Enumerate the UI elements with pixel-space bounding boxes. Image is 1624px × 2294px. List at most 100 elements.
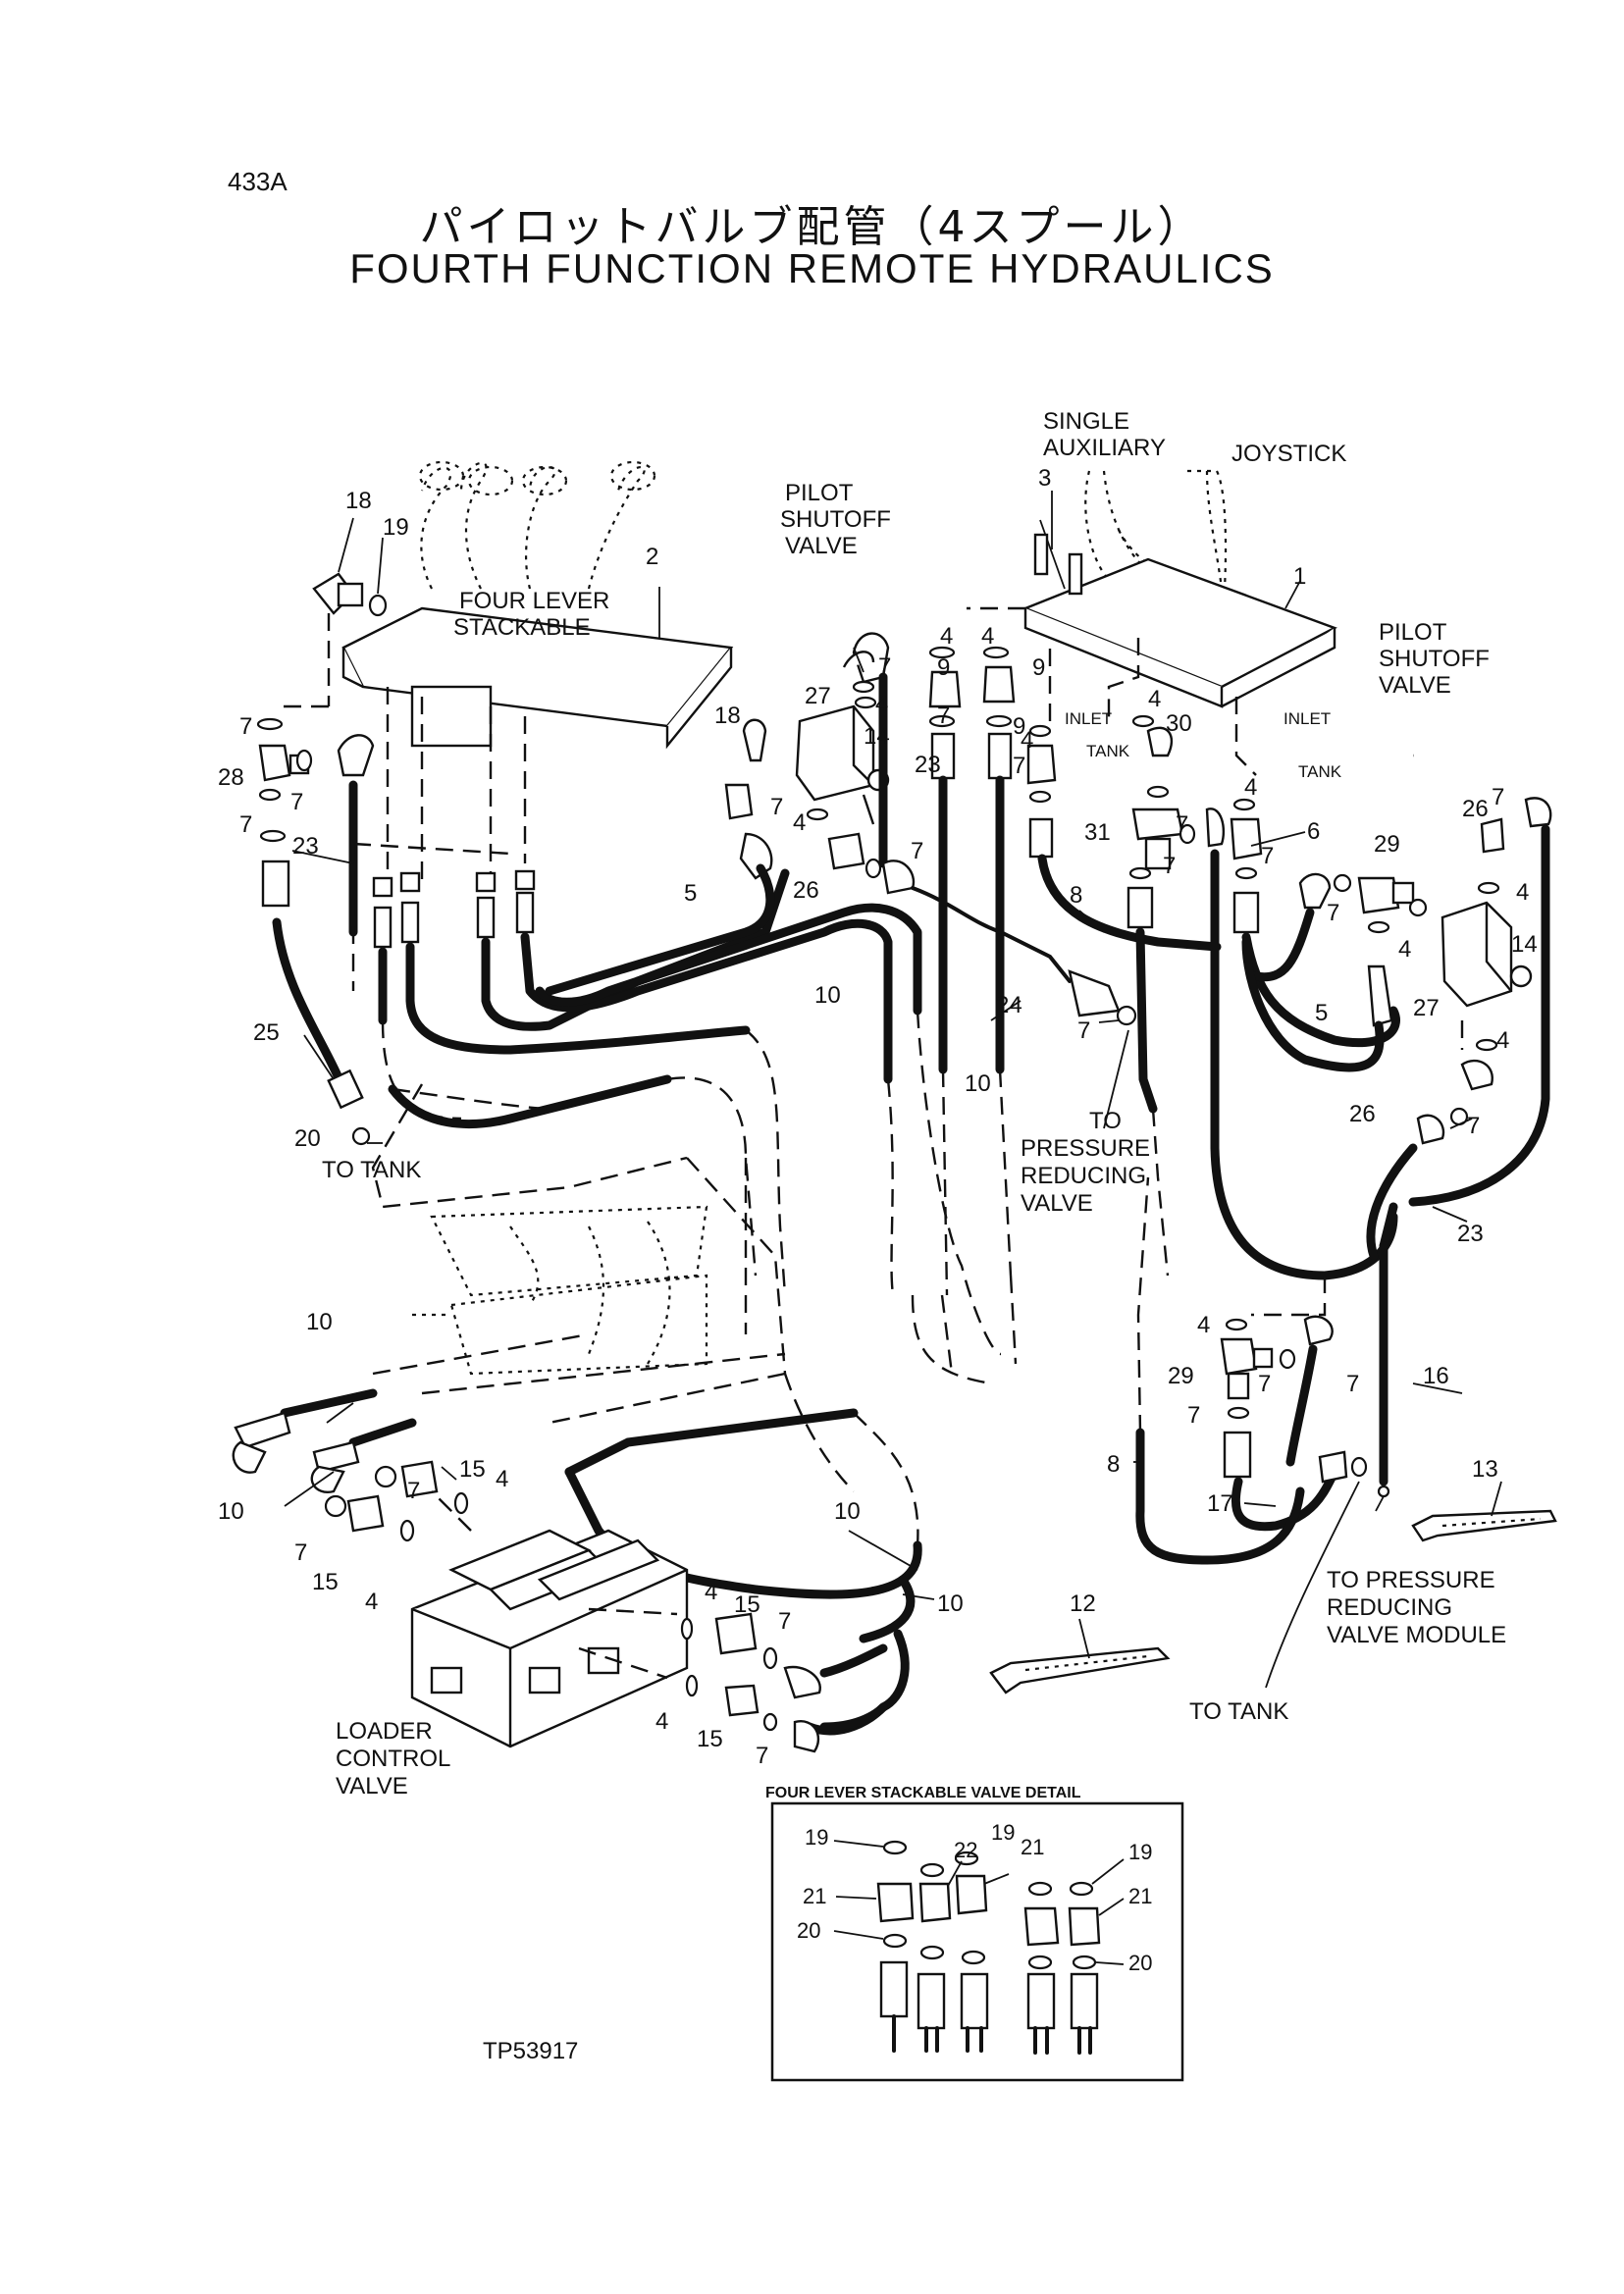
callout-14: 14 <box>1511 931 1538 958</box>
pump-outline-dotted <box>412 1205 708 1376</box>
label-valve: VALVE <box>1021 1190 1093 1217</box>
callout-7: 7 <box>1261 843 1274 869</box>
callout-4: 4 <box>1398 936 1411 963</box>
detail-callout-20: 20 <box>797 1918 820 1943</box>
callout-29: 29 <box>1168 1363 1194 1389</box>
callout-23: 23 <box>915 752 941 778</box>
callout-4: 4 <box>940 623 953 650</box>
callout-4: 4 <box>875 691 888 717</box>
callout-4: 4 <box>1516 879 1529 906</box>
detail-callout-21: 21 <box>803 1884 826 1908</box>
label-valve-module: VALVE MODULE <box>1327 1622 1506 1648</box>
callout-5: 5 <box>684 880 697 907</box>
label-reducing: REDUCING <box>1021 1163 1146 1189</box>
callout-10: 10 <box>834 1498 861 1525</box>
callout-7: 7 <box>1492 784 1504 810</box>
label-valve-left: VALVE <box>785 533 858 559</box>
label-to-pressure: TO PRESSURE <box>1327 1567 1495 1593</box>
callout-numbers: 18 19 2 7 28 7 7 23 25 20 18 27 4 14 7 4… <box>218 465 1538 1769</box>
detail-callout-21: 21 <box>1021 1835 1044 1859</box>
callout-2: 2 <box>646 544 658 570</box>
callout-7: 7 <box>778 1608 791 1635</box>
label-shutoff-right: SHUTOFF <box>1379 646 1490 672</box>
label-control: CONTROL <box>336 1746 450 1772</box>
callout-4: 4 <box>793 809 806 836</box>
label-joystick: JOYSTICK <box>1231 441 1346 467</box>
callout-7: 7 <box>770 794 783 820</box>
label-tank-left: TANK <box>1086 742 1130 760</box>
callout-7: 7 <box>1327 900 1339 926</box>
callout-18: 18 <box>345 488 372 514</box>
callout-23: 23 <box>292 833 319 860</box>
label-loader-valve: VALVE <box>336 1773 408 1799</box>
fitting-24 <box>999 930 1137 1026</box>
callout-4: 4 <box>1244 774 1257 801</box>
lower-hose-routing <box>371 1083 1018 1736</box>
stackable-valve-detail: FOUR LEVER STACKABLE VALVE DETAIL <box>765 1785 1184 2082</box>
detail-frame <box>770 1801 1184 2082</box>
callout-10: 10 <box>306 1309 333 1335</box>
callout-9: 9 <box>1013 713 1025 740</box>
fitting-18-left <box>275 572 388 708</box>
label-single: SINGLE <box>1043 408 1129 435</box>
callout-7: 7 <box>1013 753 1025 779</box>
callout-1: 1 <box>1293 563 1306 590</box>
callout-8: 8 <box>1107 1451 1120 1478</box>
callout-20: 20 <box>294 1125 321 1152</box>
title-english: FOURTH FUNCTION REMOTE HYDRAULICS <box>349 245 1275 291</box>
callout-7: 7 <box>1187 1402 1200 1429</box>
label-to-tank-left: TO TANK <box>322 1157 421 1183</box>
callout-7: 7 <box>290 789 303 815</box>
pilot-shutoff-valve-right <box>1241 797 1552 1498</box>
callout-17: 17 <box>1207 1490 1233 1517</box>
label-to: TO <box>1089 1108 1122 1134</box>
callout-4: 4 <box>1496 1027 1509 1054</box>
callout-18: 18 <box>714 703 741 729</box>
label-to-tank-right: TO TANK <box>1189 1698 1288 1725</box>
label-tank-right: TANK <box>1298 762 1342 781</box>
four-lever-stackable-valve <box>341 460 734 893</box>
callout-10: 10 <box>814 982 841 1009</box>
callout-28: 28 <box>218 764 244 791</box>
callout-8: 8 <box>1070 882 1082 909</box>
callout-4: 4 <box>655 1708 668 1735</box>
label-valve-right: VALVE <box>1379 672 1451 699</box>
callout-9: 9 <box>1032 654 1045 681</box>
cable-tie-13 <box>1411 1509 1557 1542</box>
callout-27: 27 <box>805 683 831 709</box>
hose-bundle <box>378 868 1002 1356</box>
callout-7: 7 <box>1467 1113 1480 1139</box>
callout-15: 15 <box>459 1456 486 1483</box>
label-four-lever: FOUR LEVER <box>459 588 609 614</box>
callout-26: 26 <box>1462 796 1489 822</box>
callout-7: 7 <box>294 1539 307 1566</box>
callout-4: 4 <box>1148 686 1161 712</box>
detail-callout-21: 21 <box>1128 1884 1152 1908</box>
callout-10: 10 <box>937 1590 964 1617</box>
label-inlet-right: INLET <box>1283 709 1331 728</box>
callout-7: 7 <box>1077 1017 1090 1044</box>
callout-4: 4 <box>1197 1312 1210 1338</box>
callout-26: 26 <box>793 877 819 904</box>
callout-29: 29 <box>1374 831 1400 858</box>
callout-7: 7 <box>1176 811 1188 838</box>
figure-id: TP53917 <box>483 2038 578 2064</box>
callout-7: 7 <box>1163 853 1176 879</box>
callout-5: 5 <box>1315 1000 1328 1026</box>
callout-27: 27 <box>1413 995 1440 1021</box>
callout-4: 4 <box>365 1589 378 1615</box>
callout-31: 31 <box>1084 819 1111 846</box>
callout-15: 15 <box>697 1726 723 1752</box>
loader-control-valve <box>410 1490 689 1748</box>
callout-3: 3 <box>1038 465 1051 492</box>
callout-7: 7 <box>1346 1371 1359 1397</box>
callout-15: 15 <box>312 1569 339 1595</box>
lower-right-fittings <box>1135 1176 1368 1689</box>
label-auxiliary: AUXILIARY <box>1043 435 1166 461</box>
detail-callout-22: 22 <box>954 1838 977 1862</box>
callout-7: 7 <box>407 1478 420 1504</box>
cable-tie-12 <box>989 1646 1171 1694</box>
pilot-shutoff-valve-left <box>545 632 1003 996</box>
callout-24: 24 <box>996 992 1022 1018</box>
label-pilot-right: PILOT <box>1379 619 1447 646</box>
